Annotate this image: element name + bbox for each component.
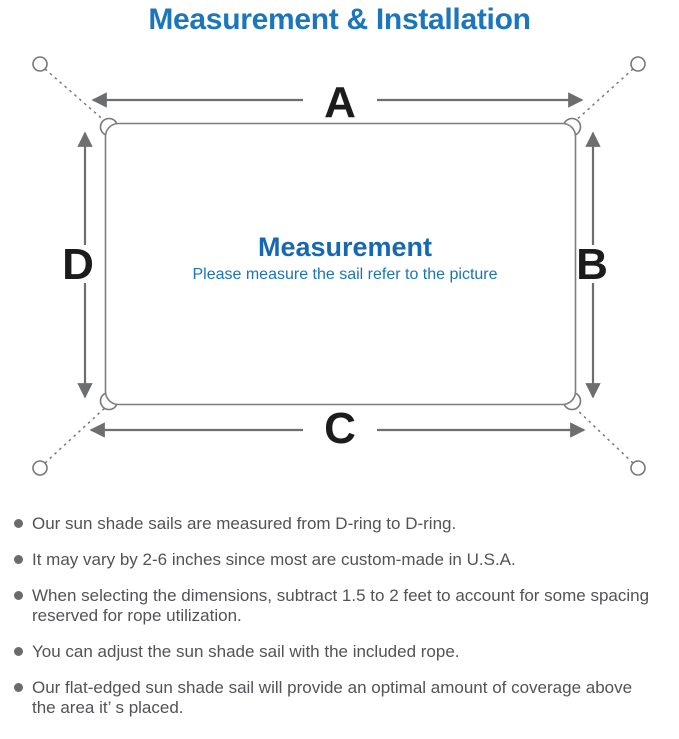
note-item: Our flat-edged sun shade sail will provi… <box>10 678 675 718</box>
rope-line-bottom-right <box>572 405 634 464</box>
note-text: It may vary by 2-6 inches since most are… <box>32 550 516 569</box>
anchor-ring-icon <box>32 56 48 72</box>
diagram-center-title: Measurement <box>258 232 432 262</box>
bullet-icon <box>14 591 23 600</box>
note-text: Our flat-edged sun shade sail will provi… <box>32 678 633 717</box>
note-text: You can adjust the sun shade sail with t… <box>32 642 460 661</box>
bullet-icon <box>14 519 23 528</box>
anchor-ring-icon <box>32 460 48 476</box>
rope-line-top-right <box>572 68 634 124</box>
bullet-icon <box>14 683 23 692</box>
note-text: When selecting the dimensions, subtract … <box>32 586 650 625</box>
page-title: Measurement & Installation <box>148 3 531 36</box>
anchor-ring-icon <box>630 56 646 72</box>
note-item: When selecting the dimensions, subtract … <box>10 586 675 626</box>
shade-sail-outline <box>104 122 577 406</box>
dimension-label-b: B <box>576 240 608 289</box>
notes-list: Our sun shade sails are measured from D-… <box>0 500 679 718</box>
dimension-label-c: C <box>324 404 356 453</box>
dimension-label-a: A <box>324 78 356 127</box>
bullet-icon <box>14 555 23 564</box>
bullet-icon <box>14 647 23 656</box>
dimension-label-d: D <box>62 240 94 289</box>
diagram-center-subtitle: Please measure the sail refer to the pic… <box>192 266 497 283</box>
note-item: You can adjust the sun shade sail with t… <box>10 642 675 662</box>
rope-line-bottom-left <box>44 405 108 464</box>
rope-line-top-left <box>44 68 108 124</box>
note-text: Our sun shade sails are measured from D-… <box>32 514 457 533</box>
measurement-diagram: A C D B Measurement Please measure the s… <box>32 56 646 476</box>
anchor-ring-icon <box>630 460 646 476</box>
note-item: It may vary by 2-6 inches since most are… <box>10 550 675 570</box>
note-item: Our sun shade sails are measured from D-… <box>10 514 675 534</box>
